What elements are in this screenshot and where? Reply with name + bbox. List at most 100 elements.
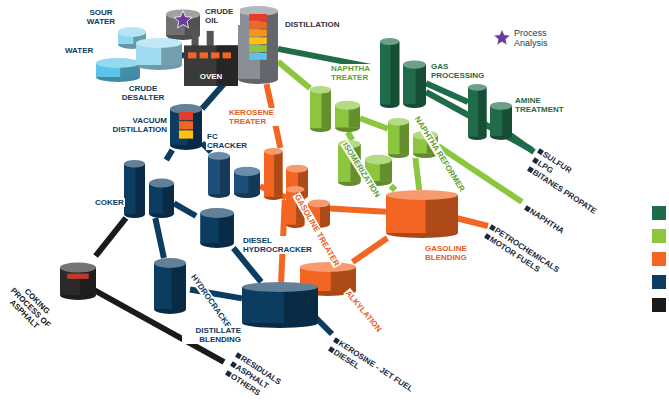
pipe-connector: [353, 238, 388, 262]
vessel-shape: [208, 152, 230, 198]
unit-illustration: [170, 104, 202, 150]
vessel-body: [310, 90, 331, 128]
key-swatch: [652, 252, 666, 266]
unit-label: DISTILLATION: [284, 20, 341, 29]
level-band: [249, 14, 267, 21]
unit-illustration: [242, 282, 318, 328]
vessel-top: [365, 155, 392, 165]
vessel-shadow: [136, 164, 145, 214]
vessel-shape: [124, 160, 145, 218]
unit-label: DISTILLATE BLENDING: [182, 326, 242, 344]
vessel-body: [403, 65, 426, 104]
vessel-top: [149, 179, 174, 188]
unit-label: COKING PROCESS OF ASPHALT: [0, 272, 66, 343]
level-band: [249, 53, 267, 60]
vessel-top: [490, 102, 512, 110]
unit-illustration: [380, 38, 426, 108]
furnace-window: [200, 52, 209, 58]
unit-label: DIESEL HYDROCRACKER: [242, 236, 306, 254]
vessel-body: [242, 287, 318, 323]
key-swatch: [652, 298, 666, 312]
process-unit: NAPHTHA TREATER: [310, 86, 360, 132]
level-band: [249, 37, 267, 44]
process-unit: AMINE TREATMENT: [468, 84, 512, 140]
vessel-shape: [310, 86, 331, 132]
unit-illustration: [124, 160, 174, 218]
furnace-window: [188, 52, 197, 58]
product-label: NAPHTHA: [522, 203, 566, 236]
unit-illustration: [196, 208, 238, 248]
level-band: [249, 45, 267, 52]
furnace-window: [211, 52, 220, 58]
vessel-top: [200, 208, 234, 218]
unit-illustration: [386, 190, 458, 238]
vessel-shape: [200, 208, 234, 248]
vessel-top: [286, 186, 304, 193]
vessel-body: [154, 263, 186, 309]
level-band: [179, 112, 193, 120]
color-key: [652, 206, 666, 312]
vessel-shape: [264, 148, 282, 200]
unit-illustration: [96, 58, 140, 82]
unit-illustration: [60, 256, 96, 300]
legend-text: Process Analysis: [514, 28, 562, 48]
unit-label: AMINE TREATMENT: [514, 96, 572, 114]
vessel-shadow: [416, 65, 426, 104]
process-unit: GASOLINE BLENDING: [386, 190, 458, 238]
level-band: [249, 30, 267, 37]
vessel-shape: [242, 282, 318, 328]
vessel-top: [310, 86, 331, 94]
pipe-connector: [155, 218, 164, 258]
vessel-top: [136, 38, 182, 48]
unit-label: CRUDE DESALTER: [116, 84, 170, 102]
vessel-shape: [136, 38, 182, 70]
unit-label: CRUDE OIL: [204, 7, 240, 25]
star-symbol: [174, 11, 192, 28]
vessel-top: [468, 84, 486, 91]
pipe-connector: [166, 150, 172, 160]
legend-entry: Process Analysis: [492, 28, 562, 48]
vessel-top: [335, 101, 360, 110]
pipe-connector: [330, 208, 386, 211]
vessel-shape: [234, 167, 260, 198]
vessel-shape: [238, 6, 278, 84]
vessel-body: [386, 195, 458, 233]
vessel-top: [388, 118, 409, 126]
fuel-pipe: [456, 218, 488, 226]
level-band: [179, 121, 193, 129]
vessel-shape: [468, 84, 486, 140]
unit-illustration: [150, 258, 190, 314]
vessel-body: [264, 151, 282, 196]
key-swatch: [652, 229, 666, 243]
vessel-shape: [386, 190, 458, 238]
vessel-body: [208, 156, 230, 194]
vessel-shadow: [163, 183, 174, 213]
process-unit: DISTILLATE BLENDING: [242, 282, 318, 328]
process-unit: GASOLINE TREATER: [286, 186, 330, 228]
pipe-connector: [96, 218, 126, 256]
vessel-top: [286, 165, 308, 173]
key-swatch: [652, 206, 666, 220]
vessel-top: [242, 282, 318, 292]
vessel-shape: [149, 179, 174, 218]
vessel-body: [388, 122, 409, 154]
vessel-shadow: [220, 156, 230, 194]
vessel-shadow: [260, 11, 278, 79]
unit-label: VACUUM DISTILLATION: [106, 116, 168, 134]
vessel-shadow: [478, 87, 486, 136]
vessel-body: [490, 106, 512, 136]
vessel-top: [386, 190, 458, 200]
unit-illustration: [208, 152, 260, 198]
vessel-body: [124, 164, 145, 214]
product-text: NAPHTHA: [528, 207, 566, 236]
key-swatch: [652, 275, 666, 289]
vessel-shadow: [322, 90, 331, 128]
furnace-body: [184, 45, 238, 86]
unit-label: WATER: [64, 46, 94, 55]
process-unit: CRUDE DESALTER: [136, 38, 182, 70]
unit-label: GASOLINE BLENDING: [424, 244, 478, 262]
vessel-shape: [388, 118, 409, 158]
process-unit: GAS PROCESSING: [380, 38, 426, 108]
vessel-shape: [96, 58, 140, 82]
product-text: BITANES PROPATE: [531, 168, 598, 216]
